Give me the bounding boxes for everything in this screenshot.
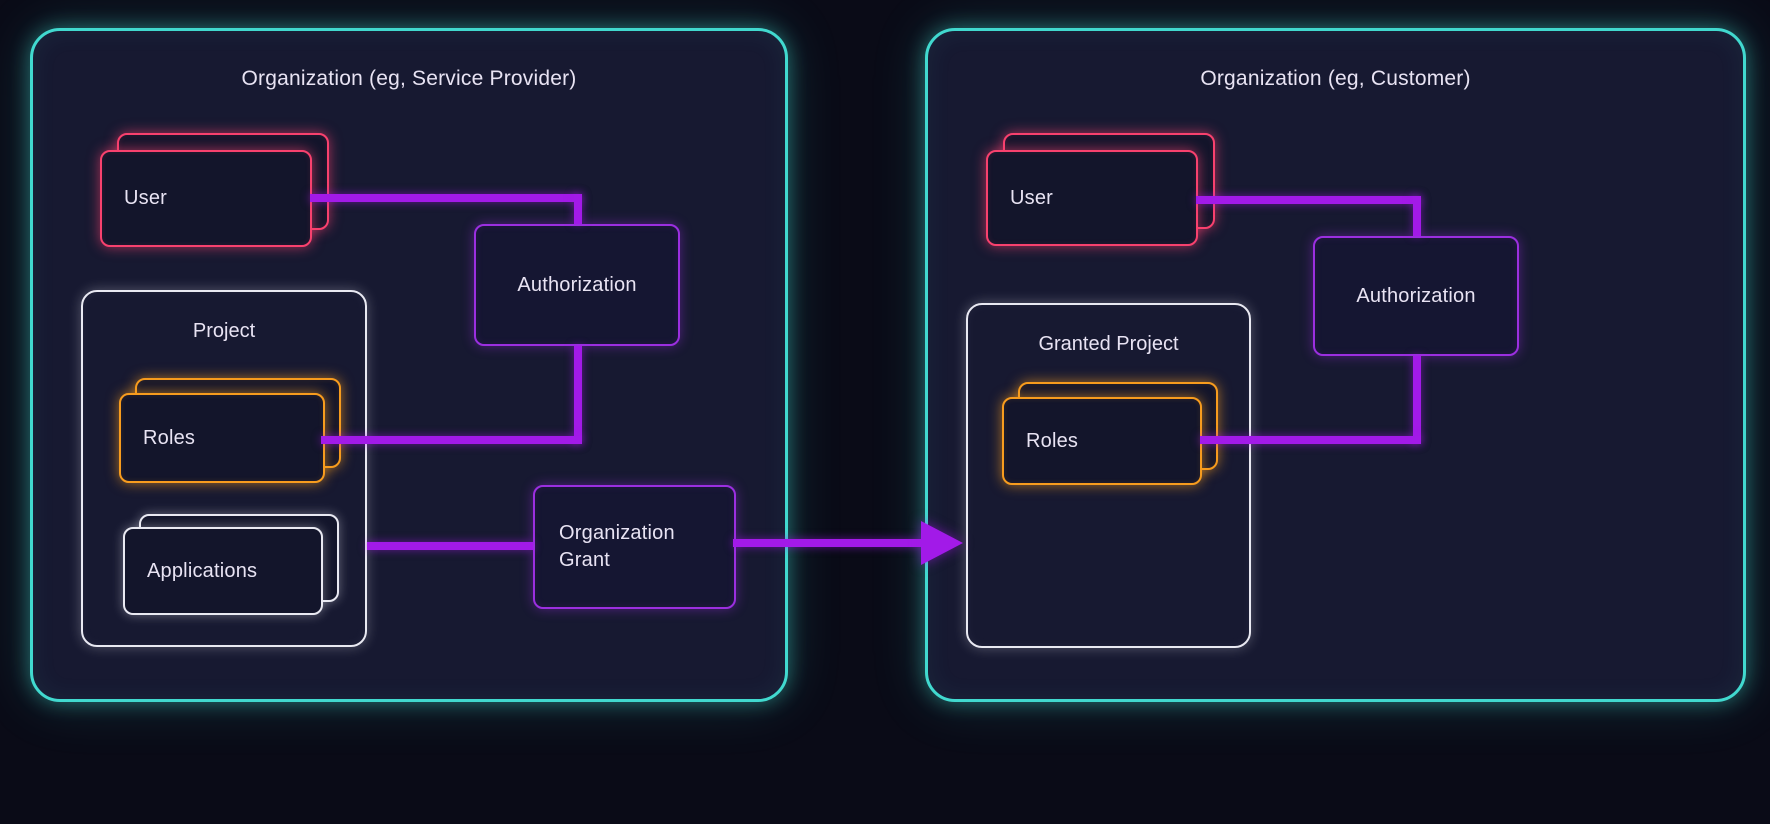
user-label: User	[124, 187, 168, 209]
connector-user-to-authorization-v	[574, 194, 582, 224]
connector-grant-to-granted-project	[733, 539, 923, 547]
project-title: Project	[192, 320, 256, 342]
customer-org-title: Organization (eg, Customer)	[1200, 67, 1471, 90]
connector-authorization-to-roles-h	[321, 436, 582, 444]
granted-project-box: Granted Project Roles	[966, 303, 1251, 648]
customer-user-label: User	[1010, 186, 1054, 209]
granted-project-title: Granted Project	[1038, 333, 1179, 355]
service-provider-org-title: Organization (eg, Service Provider)	[241, 67, 577, 90]
applications-entity: Applications	[123, 514, 339, 615]
customer-roles-label: Roles	[1026, 429, 1079, 452]
customer-connector-authorization-to-roles-v	[1413, 356, 1421, 444]
customer-user-card: User	[986, 150, 1198, 246]
customer-authorization-box: Authorization	[1313, 236, 1519, 356]
authorization-box: Authorization	[474, 224, 680, 346]
arrow-head	[921, 521, 963, 565]
customer-user-entity: User	[986, 133, 1215, 246]
applications-label: Applications	[147, 559, 258, 582]
authorization-label: Authorization	[517, 273, 637, 296]
customer-authorization-label: Authorization	[1356, 284, 1476, 307]
organization-grant-box: Organization Grant	[533, 485, 736, 609]
applications-card: Applications	[123, 527, 323, 615]
roles-label: Roles	[143, 426, 196, 449]
connector-authorization-to-roles-v	[574, 346, 582, 444]
connector-project-to-grant	[367, 542, 533, 550]
roles-card: Roles	[119, 393, 325, 483]
project-box: Project Roles Applications	[81, 290, 367, 647]
customer-connector-user-to-authorization-h	[1196, 196, 1421, 204]
customer-org-box: Organization (eg, Customer) User Authori…	[925, 28, 1746, 702]
connector-user-to-authorization-h	[310, 194, 582, 202]
service-provider-org-box: Organization (eg, Service Provider) User…	[30, 28, 788, 702]
user-card: User	[100, 150, 312, 247]
customer-connector-authorization-to-roles-h	[1200, 436, 1421, 444]
roles-entity: Roles	[119, 378, 341, 483]
customer-roles-entity: Roles	[1002, 382, 1218, 485]
organization-grant-label: Organization Grant	[559, 522, 675, 571]
customer-connector-user-to-authorization-v	[1413, 196, 1421, 236]
user-entity: User	[100, 133, 329, 247]
customer-roles-card: Roles	[1002, 397, 1202, 485]
